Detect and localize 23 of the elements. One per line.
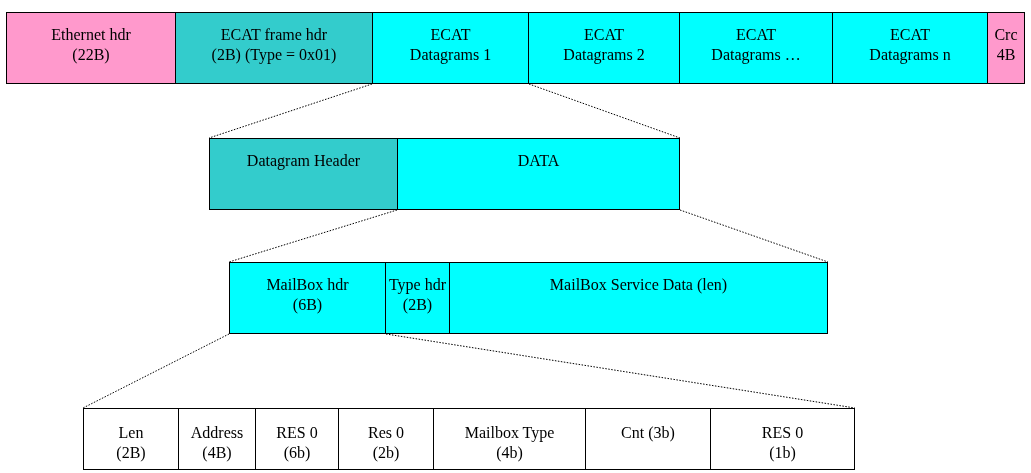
datagram-field: ECAT Datagrams n bbox=[832, 12, 988, 84]
datagram-field: DATA bbox=[397, 138, 680, 210]
dotted-expansion-line bbox=[679, 209, 829, 263]
dotted-expansion-line bbox=[208, 83, 373, 139]
header-bit-field: Len (2B) bbox=[83, 408, 179, 470]
header-bit-field: Mailbox Type (4b) bbox=[433, 408, 586, 470]
dotted-expansion-line bbox=[528, 83, 681, 139]
dotted-expansion-line bbox=[82, 333, 230, 409]
header-bit-field: RES 0 (1b) bbox=[710, 408, 855, 470]
frame-field: ECAT frame hdr (2B) (Type = 0x01) bbox=[175, 12, 373, 84]
mailbox-field: MailBox Service Data (len) bbox=[449, 262, 828, 334]
mailbox-field: Type hdr (2B) bbox=[385, 262, 450, 334]
datagram-field: ECAT Datagrams 1 bbox=[372, 12, 529, 84]
mailbox-field: MailBox hdr (6B) bbox=[229, 262, 386, 334]
frame-field: Crc 4B bbox=[987, 12, 1025, 84]
header-bit-field: RES 0 (6b) bbox=[255, 408, 339, 470]
datagram-field: ECAT Datagrams … bbox=[679, 12, 833, 84]
frame-field: Ethernet hdr (22B) bbox=[6, 12, 176, 84]
datagram-field: Datagram Header bbox=[209, 138, 398, 210]
header-bit-field: Res 0 (2b) bbox=[338, 408, 434, 470]
header-bit-field: Address (4B) bbox=[178, 408, 256, 470]
header-bit-field: Cnt (3b) bbox=[585, 408, 711, 470]
datagram-field: ECAT Datagrams 2 bbox=[528, 12, 680, 84]
